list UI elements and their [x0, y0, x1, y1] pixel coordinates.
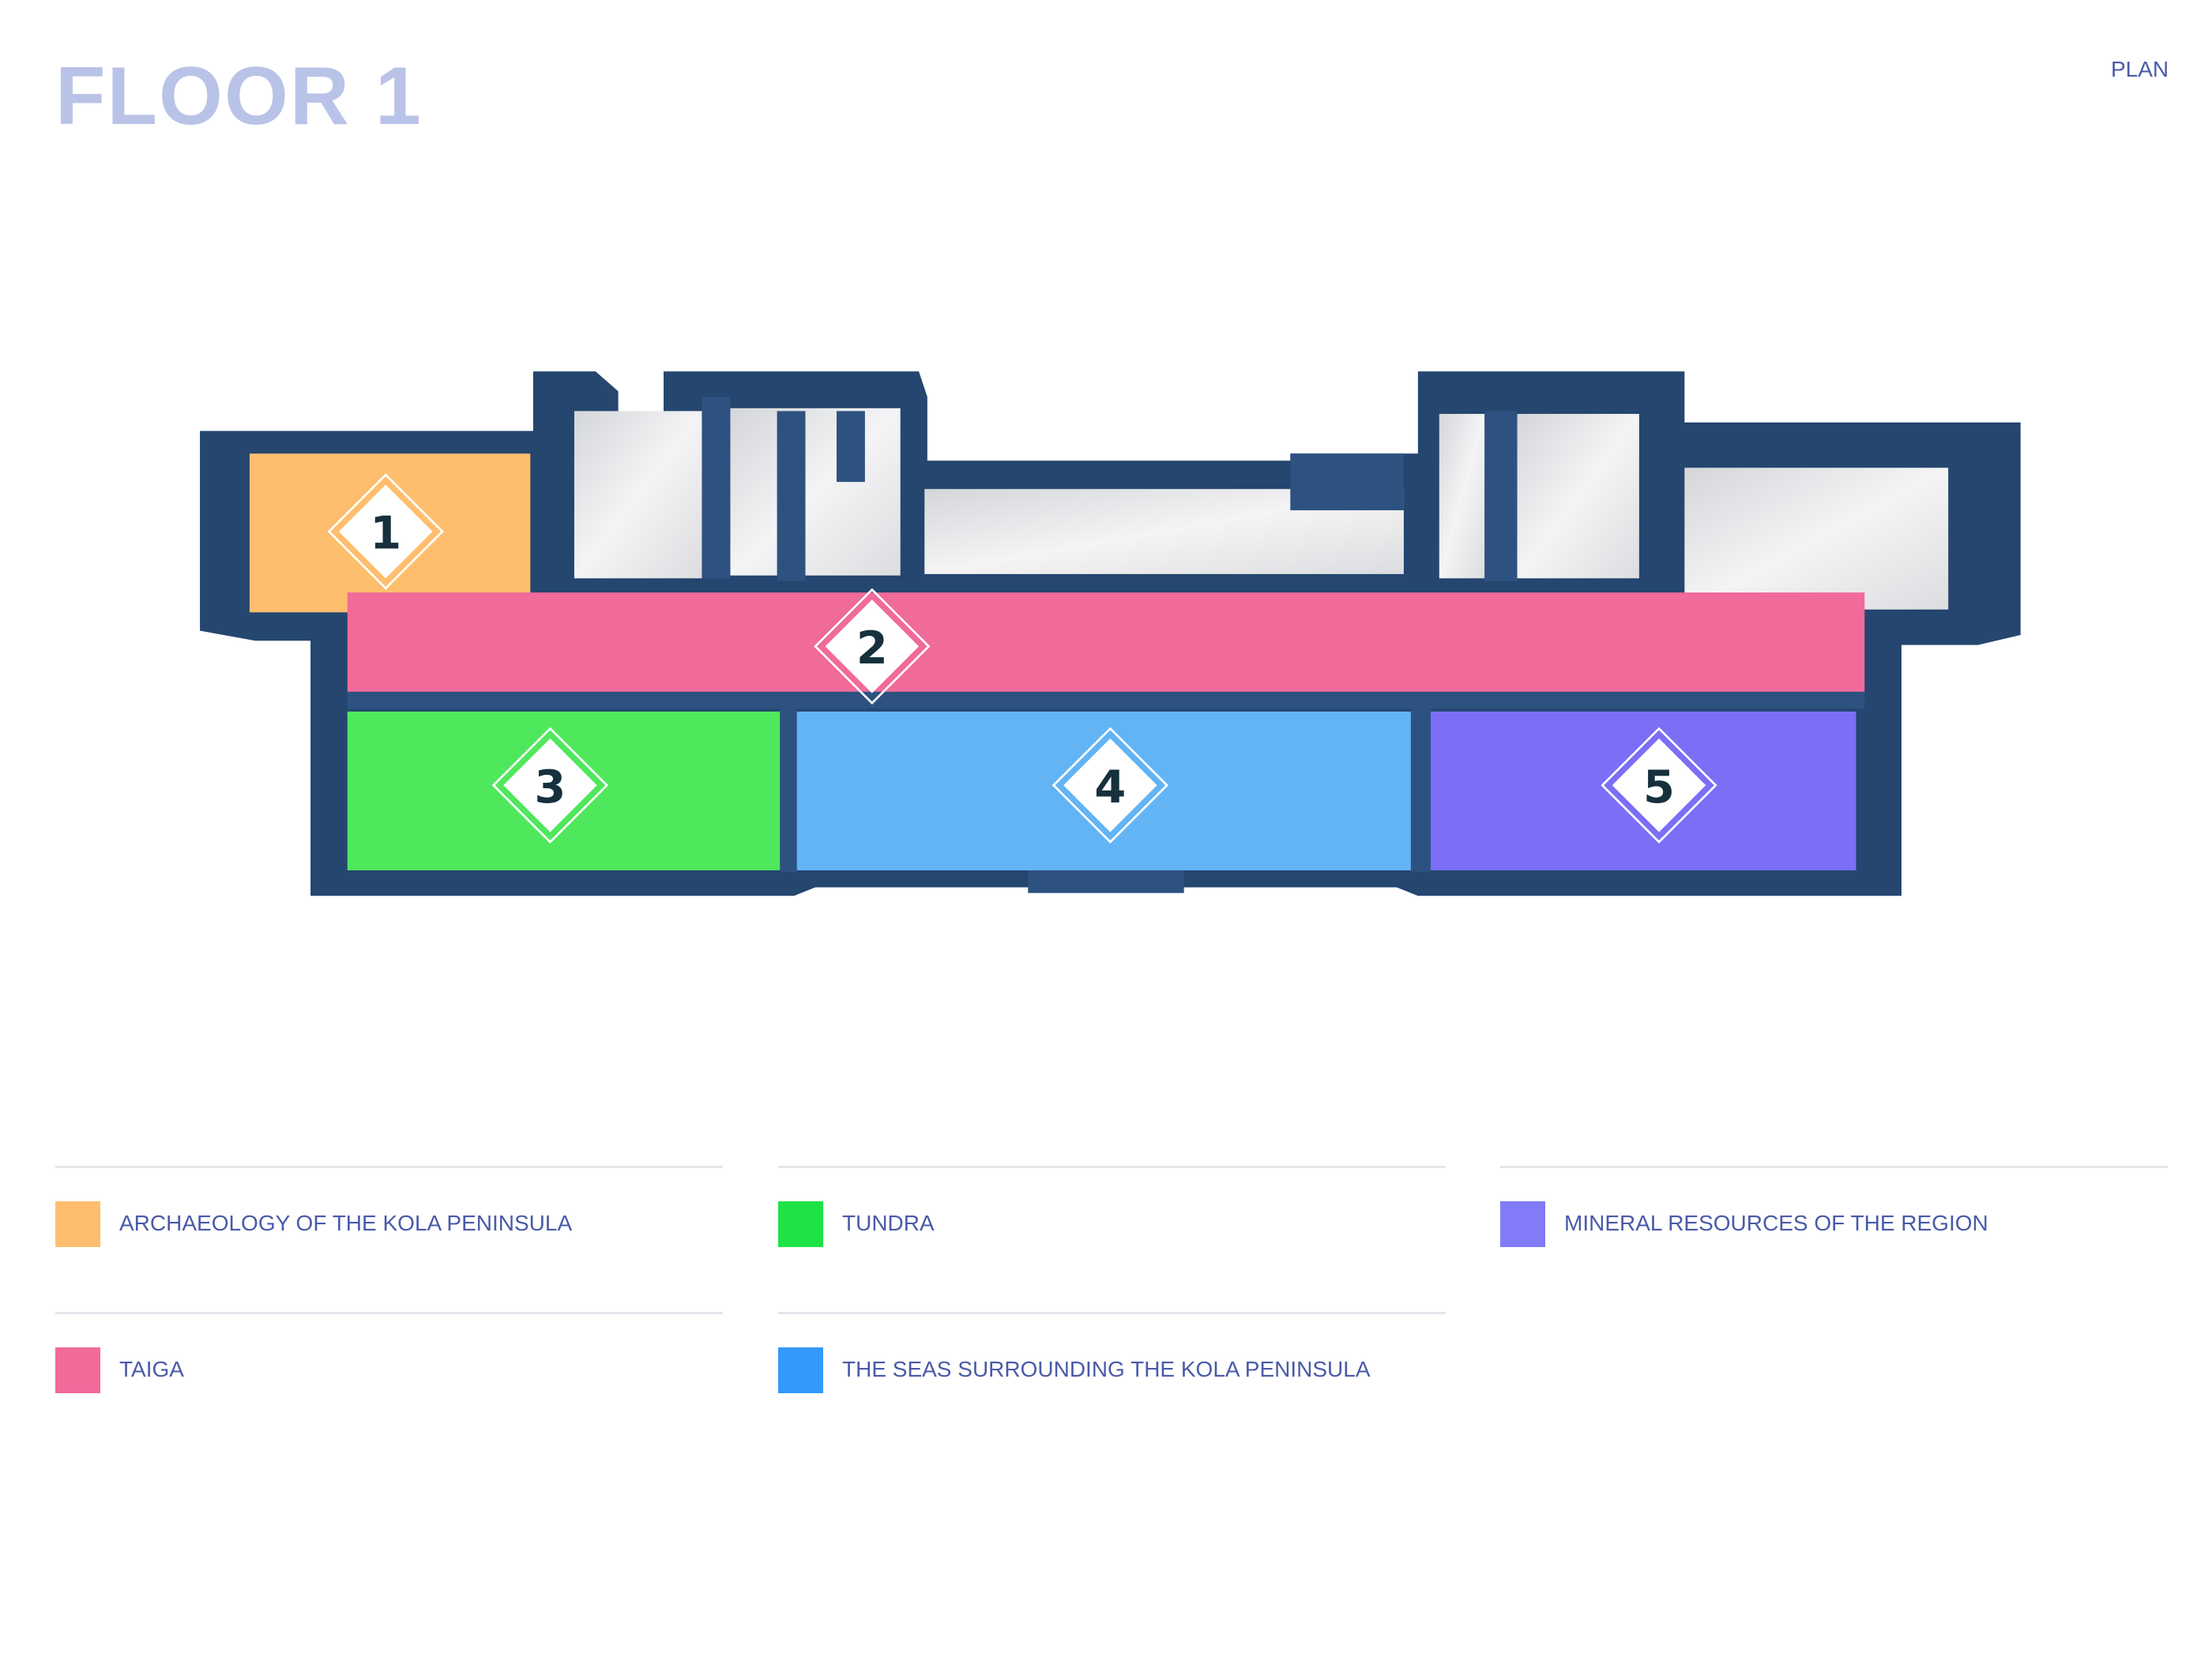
- marker-number: 3: [534, 761, 566, 813]
- marker-4[interactable]: 4: [1051, 727, 1169, 844]
- legend-swatch: [778, 1347, 823, 1393]
- legend-swatch: [1500, 1201, 1545, 1247]
- legend-label: ARCHAEOLOGY OF THE KOLA PENINSULA: [119, 1211, 573, 1235]
- marker-number: 2: [856, 622, 888, 674]
- marker-5[interactable]: 5: [1601, 727, 1717, 844]
- legend-item-archaeology[interactable]: ARCHAEOLOGY OF THE KOLA PENINSULA: [55, 1166, 723, 1314]
- legend-item-seas[interactable]: THE SEAS SURROUNDING THE KOLA PENINSULA: [778, 1312, 1446, 1460]
- marker-2[interactable]: 2: [814, 588, 931, 705]
- legend-label: TAIGA: [119, 1357, 184, 1381]
- page-title: FLOOR 1: [55, 51, 423, 142]
- gray-rooms: [574, 408, 1949, 610]
- legend-label: THE SEAS SURROUNDING THE KOLA PENINSULA: [842, 1357, 1371, 1381]
- legend-label: MINERAL RESOURCES OF THE REGION: [1564, 1211, 1988, 1235]
- marker-3[interactable]: 3: [491, 727, 609, 844]
- legend-swatch: [55, 1347, 100, 1393]
- legend-item-minerals[interactable]: MINERAL RESOURCES OF THE REGION: [1500, 1166, 2168, 1314]
- plan-link[interactable]: PLAN: [2111, 57, 2169, 81]
- legend-item-tundra[interactable]: TUNDRA: [778, 1166, 1446, 1314]
- room-taiga[interactable]: [347, 592, 1865, 692]
- legend-item-taiga[interactable]: TAIGA: [55, 1312, 723, 1460]
- marker-number: 1: [370, 507, 401, 560]
- legend-label: TUNDRA: [842, 1211, 935, 1235]
- marker-number: 4: [1094, 761, 1126, 813]
- marker-number: 5: [1643, 761, 1675, 813]
- legend-swatch: [778, 1201, 823, 1247]
- legend-swatch: [55, 1201, 100, 1247]
